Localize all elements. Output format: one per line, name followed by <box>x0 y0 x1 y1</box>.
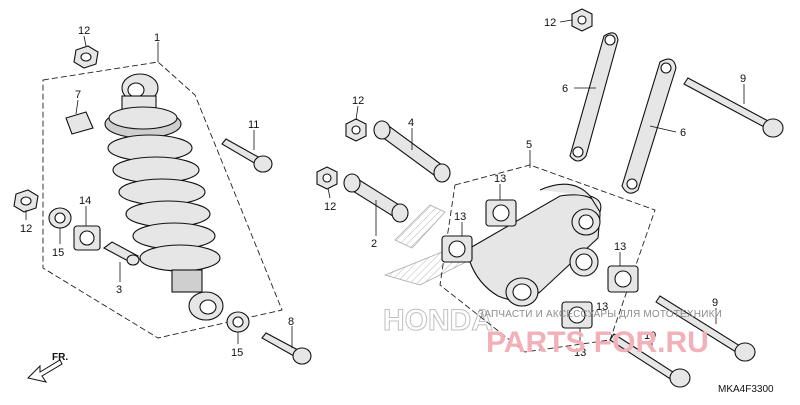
leader-lines <box>25 19 745 352</box>
callout-9-a: 9 <box>740 73 746 85</box>
callout-6-a: 6 <box>562 83 568 95</box>
callout-15-b: 15 <box>231 347 243 359</box>
tie-rod-left <box>569 32 619 162</box>
collar-3 <box>102 241 140 266</box>
callout-13-e: 13 <box>596 301 608 313</box>
callout-12-d: 12 <box>324 201 336 213</box>
honda-outline-text: HONDA <box>383 304 493 337</box>
bolt-8 <box>261 332 312 365</box>
tie-rod-right <box>621 58 677 194</box>
diagram-code: MKA4F3300 <box>718 384 774 395</box>
needle-bearing-13-c <box>607 265 639 293</box>
nut-left-side <box>13 189 39 213</box>
callout-11: 11 <box>248 119 259 131</box>
callout-3: 3 <box>116 284 122 296</box>
callout-14: 14 <box>79 195 91 207</box>
callout-9-b: 9 <box>712 297 718 309</box>
label-plate <box>65 111 94 135</box>
callout-7: 7 <box>75 89 81 101</box>
nut-middle-top <box>345 118 367 142</box>
needle-bearing-13-a <box>485 199 517 227</box>
watermark: ЗАПЧАСТИ И АКСЕССУАРЫ ДЛЯ МОТОТЕХНИКИ PA… <box>478 309 722 359</box>
dust-seal-bottom <box>226 311 250 333</box>
front-label: FR. <box>52 352 68 363</box>
nut-middle-bottom <box>316 166 338 190</box>
needle-bearing-14 <box>73 225 101 251</box>
bolt-9-top <box>683 77 784 138</box>
rear-shock-absorber <box>104 73 224 321</box>
callout-13-b: 13 <box>454 211 466 223</box>
callout-2: 2 <box>371 238 377 250</box>
callout-12-b: 12 <box>20 223 32 235</box>
front-direction-arrow: FR. <box>27 352 68 383</box>
needle-bearing-13-d <box>561 301 593 329</box>
callout-4: 4 <box>408 117 414 129</box>
watermark-logo: PARTS FOR.RU <box>486 326 709 359</box>
callout-10: 10 <box>644 330 656 342</box>
honda-brand-outline: HONDA <box>383 204 494 338</box>
collar-4 <box>373 120 451 183</box>
callout-13-a: 13 <box>494 173 506 185</box>
needle-bearing-13-b <box>441 235 473 263</box>
bolt-9-bottom <box>655 295 756 362</box>
callout-12-a: 12 <box>78 25 90 37</box>
watermark-tagline: ЗАПЧАСТИ И АКСЕССУАРЫ ДЛЯ МОТОТЕХНИКИ <box>478 309 722 320</box>
callout-13-c: 13 <box>614 241 626 253</box>
callout-labels: 1 2 3 4 5 6 6 7 8 9 9 10 11 12 12 12 12 … <box>20 17 746 359</box>
callout-6-b: 6 <box>680 127 686 139</box>
nut-left-top <box>73 45 99 69</box>
collar-2 <box>343 173 409 223</box>
nut-top-right <box>571 8 593 32</box>
shock-arm-link <box>469 183 602 307</box>
callout-8: 8 <box>288 316 294 328</box>
dust-seal-left <box>48 207 72 229</box>
callout-12-c: 12 <box>352 95 364 107</box>
callout-13-d: 13 <box>574 347 586 359</box>
callout-12-e: 12 <box>544 17 556 29</box>
bolt-10 <box>609 333 691 388</box>
bolt-11 <box>221 138 273 173</box>
callout-5: 5 <box>526 139 532 151</box>
callout-15-a: 15 <box>52 247 64 259</box>
shock-assembly-outline <box>42 61 283 339</box>
callout-1: 1 <box>154 32 160 44</box>
